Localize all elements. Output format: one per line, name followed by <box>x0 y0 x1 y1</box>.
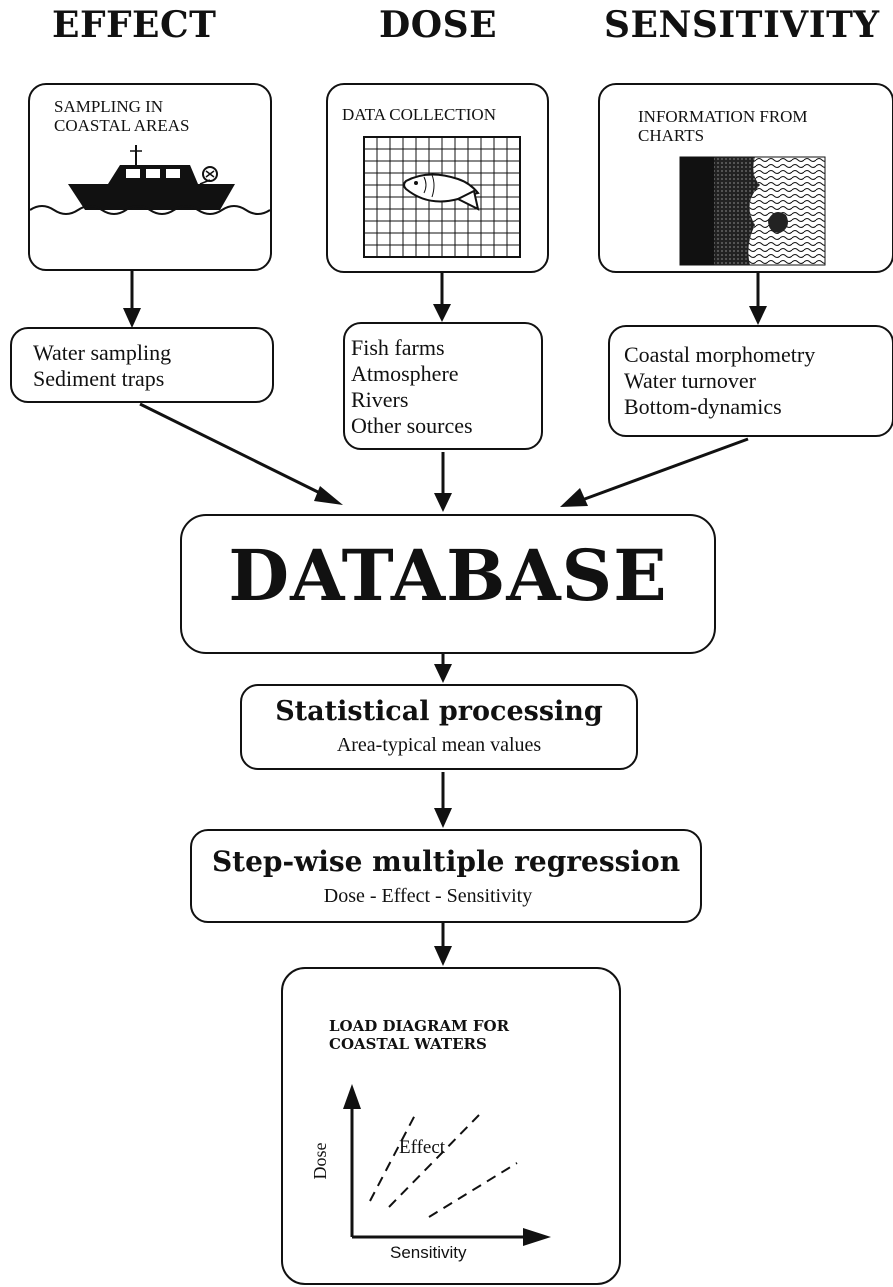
header-sensitivity: SENSITIVITY <box>604 4 880 46</box>
charts-caption-line2: CHARTS <box>638 126 705 145</box>
statistical-subtitle: Area-typical mean values <box>336 734 542 756</box>
dose-list-box: Fish farms Atmosphere Rivers Other sourc… <box>343 322 543 450</box>
x-axis-label: Sensitivity <box>390 1243 467 1262</box>
list-item: Sediment traps <box>33 366 165 391</box>
sampling-caption-line2: COASTAL AREAS <box>54 116 190 135</box>
load-diagram-plot <box>343 1084 551 1246</box>
list-item: Other sources <box>351 413 473 438</box>
effect-line-2 <box>388 1114 480 1208</box>
effect-label: Effect <box>399 1137 446 1158</box>
regression-subtitle: Dose - Effect - Sensitivity <box>323 885 533 907</box>
arrow-head <box>434 493 452 512</box>
effect-list-box: Water sampling Sediment traps <box>10 327 274 403</box>
load-diagram-title-line2: COASTAL WATERS <box>329 1035 487 1053</box>
arrow-head <box>434 946 452 966</box>
arrow <box>139 402 329 499</box>
coastline-chart-icon <box>679 156 826 266</box>
sampling-caption-line1: SAMPLING IN <box>54 97 164 116</box>
regression-box: Step-wise multiple regression Dose - Eff… <box>190 829 702 923</box>
sampling-box: SAMPLING IN COASTAL AREAS <box>28 83 272 271</box>
list-item: Fish farms <box>351 335 445 360</box>
data-collection-caption: DATA COLLECTION <box>342 105 496 124</box>
charts-box: INFORMATION FROM CHARTS <box>598 83 893 273</box>
list-item: Water sampling <box>33 340 172 365</box>
arrow-head <box>433 304 451 322</box>
header-effect: EFFECT <box>52 4 217 46</box>
statistical-title: Statistical processing <box>275 696 603 727</box>
list-item: Coastal morphometry <box>624 342 816 367</box>
list-item: Rivers <box>351 387 409 412</box>
database-label: DATABASE <box>228 534 668 617</box>
load-diagram-title-line1: LOAD DIAGRAM FOR <box>329 1017 510 1035</box>
effect-line-3 <box>428 1162 518 1218</box>
list-item: Water turnover <box>624 368 756 393</box>
database-box: DATABASE <box>180 514 716 654</box>
arrow-head <box>434 808 452 828</box>
load-diagram-box: LOAD DIAGRAM FOR COASTAL WATERS Dose Eff… <box>281 967 621 1285</box>
sensitivity-list-box: Coastal morphometry Water turnover Botto… <box>608 325 893 437</box>
charts-caption-line1: INFORMATION FROM <box>638 107 808 126</box>
regression-title: Step-wise multiple regression <box>211 845 681 878</box>
statistical-box: Statistical processing Area-typical mean… <box>240 684 638 770</box>
arrow-head <box>560 488 588 507</box>
fish-grid-icon <box>363 136 521 258</box>
header-dose: DOSE <box>379 4 498 46</box>
boat-icon <box>29 145 271 215</box>
data-collection-box: DATA COLLECTION <box>326 83 549 273</box>
arrow-head <box>434 664 452 683</box>
arrow-head <box>123 308 141 328</box>
arrow-head <box>314 486 343 505</box>
arrow <box>581 437 749 502</box>
arrow-head <box>749 306 767 325</box>
list-item: Atmosphere <box>351 361 459 386</box>
list-item: Bottom-dynamics <box>624 394 782 419</box>
